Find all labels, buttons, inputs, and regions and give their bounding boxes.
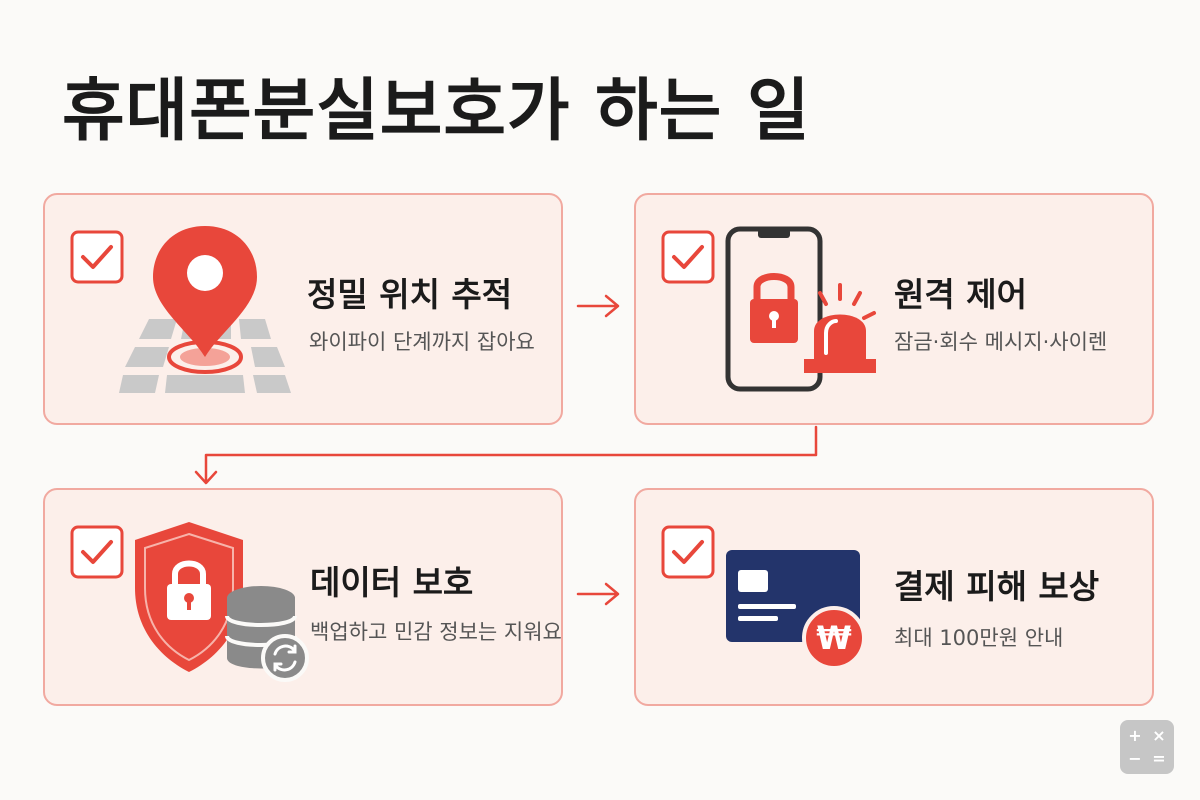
card-won-icon: ₩ <box>726 550 866 668</box>
card-title: 원격 제어 <box>894 275 1027 314</box>
feature-card-location: 정밀 위치 추적 와이파이 단계까지 잡아요 <box>43 193 563 425</box>
card-description: 와이파이 단계까지 잡아요 <box>309 330 535 354</box>
arrow-right-bottom <box>576 582 620 606</box>
feature-card-data-protection: 데이터 보호 백업하고 민감 정보는 지워요 <box>43 488 563 706</box>
card-title: 결제 피해 보상 <box>894 567 1100 606</box>
arrow-elbow <box>194 425 818 485</box>
feature-card-payment-compensation: ₩ 결제 피해 보상 최대 100만원 안내 <box>634 488 1154 706</box>
card-description: 잠금·회수 메시지·사이렌 <box>894 330 1108 354</box>
checkbox-checked-icon <box>661 525 715 579</box>
card-description: 최대 100만원 안내 <box>894 626 1064 650</box>
card-description: 백업하고 민감 정보는 지워요 <box>310 620 562 644</box>
svg-text:+: + <box>1128 726 1141 745</box>
checkbox-checked-icon <box>70 525 124 579</box>
svg-text:₩: ₩ <box>816 619 851 657</box>
checkbox-checked-icon <box>661 230 715 284</box>
card-title: 정밀 위치 추적 <box>307 275 513 314</box>
feature-card-remote-control: 원격 제어 잠금·회수 메시지·사이렌 <box>634 193 1154 425</box>
card-title: 데이터 보호 <box>310 563 474 602</box>
svg-text:=: = <box>1152 749 1165 768</box>
arrow-right-top <box>576 294 620 318</box>
location-map-icon <box>119 226 291 393</box>
svg-text:×: × <box>1152 726 1165 745</box>
phone-lock-siren-icon <box>725 226 876 392</box>
page-title: 휴대폰분실보호가 하는 일 <box>62 72 811 151</box>
calculator-icon[interactable]: + × − = <box>1120 720 1174 774</box>
svg-text:−: − <box>1128 749 1141 768</box>
checkbox-checked-icon <box>70 230 124 284</box>
shield-lock-database-icon <box>135 522 309 682</box>
